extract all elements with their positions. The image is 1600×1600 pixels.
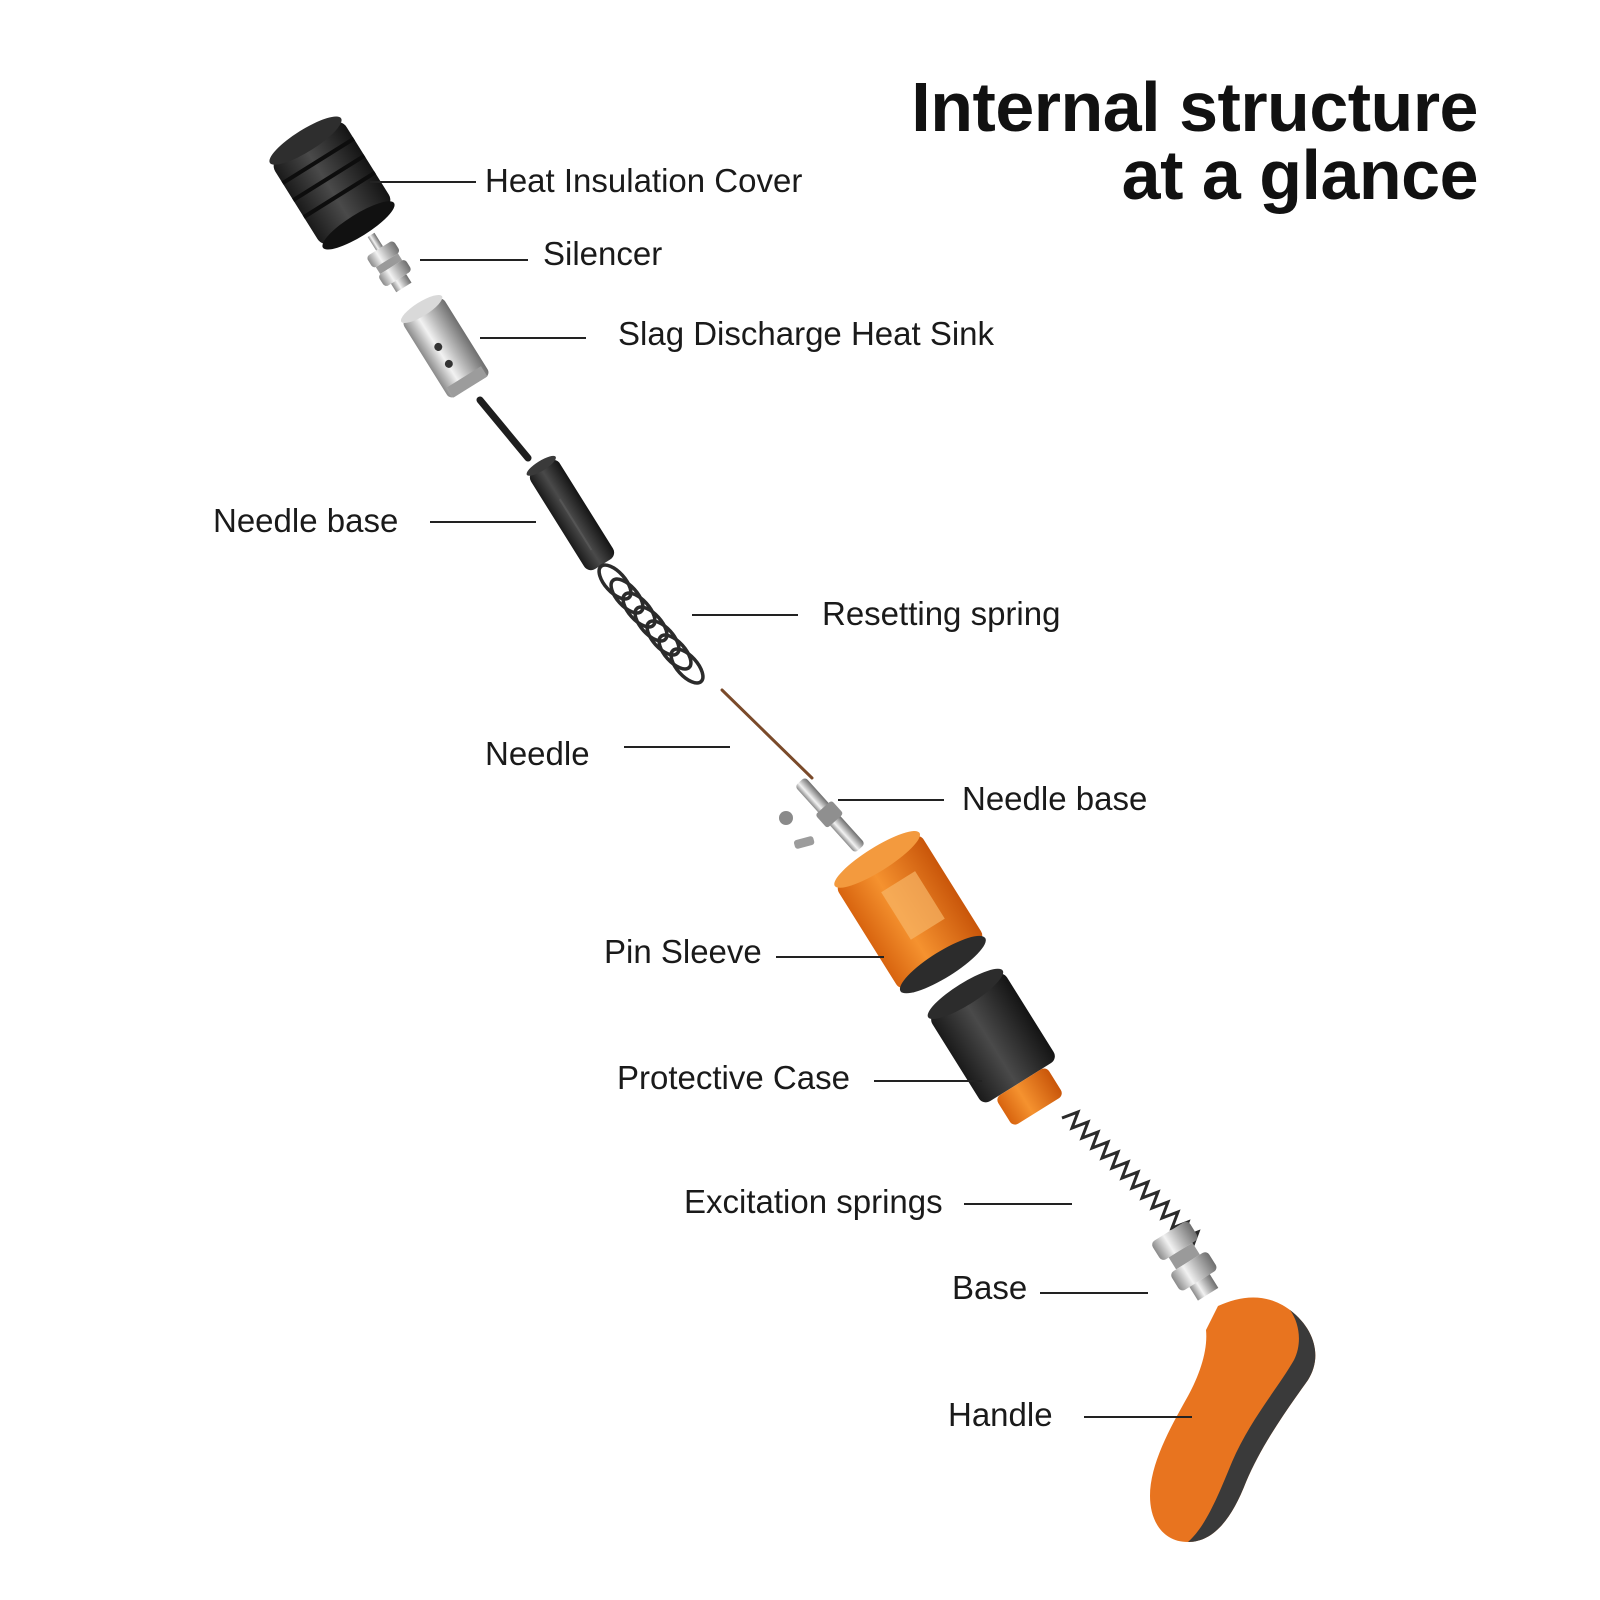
leader-heat-insulation-cover [370, 181, 476, 183]
small-screws-part [779, 811, 815, 849]
label-heat-insulation-cover: Heat Insulation Cover [485, 162, 803, 199]
label-excitation-springs: Excitation springs [684, 1183, 943, 1220]
leader-pin-sleeve [776, 956, 884, 958]
label-base: Base [952, 1269, 1028, 1306]
heat-insulation-cover-part [269, 116, 395, 250]
label-needle: Needle [485, 735, 590, 772]
leader-base [1040, 1292, 1148, 1294]
leader-needle [624, 746, 730, 748]
leader-excitation-springs [964, 1203, 1072, 1205]
label-silencer: Silencer [543, 235, 663, 272]
leader-silencer [420, 259, 528, 261]
label-slag-discharge-heat-sink: Slag Discharge Heat Sink [618, 315, 995, 352]
connecting-rod [476, 396, 532, 462]
label-handle: Handle [948, 1396, 1053, 1433]
protective-case-part [927, 968, 1062, 1125]
label-needle-base-upper: Needle base [213, 502, 399, 539]
needle-base-lower-part [796, 778, 864, 852]
resetting-spring-part [597, 563, 705, 685]
label-pin-sleeve: Pin Sleeve [604, 933, 762, 970]
label-resetting-spring: Resetting spring [822, 595, 1061, 632]
leader-slag-discharge-heat-sink [480, 337, 586, 339]
title-line-1: Internal structure [911, 68, 1478, 146]
leader-needle-base-upper [430, 521, 536, 523]
label-protective-case: Protective Case [617, 1059, 850, 1096]
leader-needle-base-lower [838, 799, 944, 801]
handle-part [1150, 1297, 1316, 1542]
slag-discharge-heat-sink-part [400, 294, 489, 398]
leader-protective-case [874, 1080, 982, 1082]
base-part [1152, 1221, 1219, 1301]
needle-base-upper-part [526, 455, 615, 571]
leader-handle [1084, 1416, 1192, 1418]
pin-sleeve-part [834, 831, 986, 994]
label-needle-base-lower: Needle base [962, 780, 1148, 817]
leader-resetting-spring [692, 614, 798, 616]
excitation-springs-part [1061, 1109, 1201, 1249]
silencer-part [367, 232, 412, 293]
title-line-2: at a glance [1121, 136, 1479, 214]
needle-part [720, 688, 814, 780]
